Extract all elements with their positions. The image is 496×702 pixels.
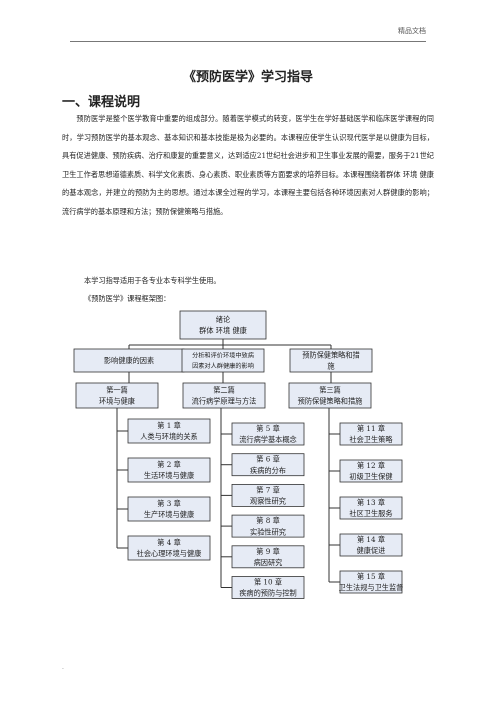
- chapter-box-0-1-label-0: 第 2 章: [157, 460, 181, 469]
- intro-box-label-0: 绪论: [216, 315, 231, 324]
- part-box-0-label-0: 第一篇: [106, 385, 128, 394]
- chapter-box-0-3-label-0: 第 4 章: [157, 538, 181, 547]
- theme-box-1-label-0: 分析和评价环境中致病: [192, 352, 254, 360]
- theme-box-0-label-0: 影响健康的因素: [104, 356, 154, 365]
- theme-box-2-label-1: 施: [327, 362, 334, 371]
- chapter-box-2-2-label-0: 第 13 章: [357, 498, 385, 507]
- chapter-box-2-1-label-1: 初级卫生保健: [349, 472, 392, 481]
- theme-box-1-label-1: 因素对人群健康的影响: [192, 362, 254, 370]
- chapter-box-2-2-label-1: 社区卫生服务: [349, 509, 392, 518]
- part-box-1-label-0: 第二篇: [213, 385, 235, 394]
- chapter-box-1-5-label-1: 疾病的预防与控制: [239, 589, 297, 598]
- intro-box-label-1: 群体 环境 健康: [199, 326, 247, 335]
- footer-mark: .: [62, 664, 64, 671]
- chapter-box-0-1-label-1: 生活环境与健康: [144, 471, 194, 480]
- chapter-box-1-4-label-0: 第 9 章: [256, 547, 280, 556]
- intro-paragraph: 预防医学是整个医学教育中重要的组成部分。随着医学模式的转变，医学生在学好基础医学…: [62, 114, 434, 216]
- chapter-box-2-1-label-0: 第 12 章: [357, 461, 385, 470]
- page-title: 《预防医学》学习指导: [182, 70, 313, 85]
- chapter-box-0-0-label-0: 第 1 章: [157, 421, 181, 430]
- chapter-box-2-0-label-0: 第 11 章: [357, 424, 385, 433]
- chapter-box-1-1-label-0: 第 6 章: [256, 455, 280, 464]
- section-heading: 一、课程说明: [62, 95, 141, 110]
- chapter-box-0-2-label-1: 生产环境与健康: [144, 510, 194, 519]
- chapter-box-2-0-label-1: 社会卫生策略: [349, 435, 393, 444]
- chapter-box-1-0-label-1: 流行病学基本概念: [239, 435, 297, 444]
- chapter-box-2-3-label-0: 第 14 章: [357, 535, 385, 544]
- part-box-0-label-1: 环境与健康: [99, 397, 135, 406]
- theme-box-2: 预防保健策略和措施: [289, 348, 373, 373]
- header-note: 精品文档: [398, 27, 426, 35]
- theme-box-0: 影响健康的因素: [73, 348, 185, 373]
- chapter-box-2-4-label-1: 卫生法规与卫生监督: [339, 583, 404, 592]
- chapter-box-1-3-label-0: 第 8 章: [256, 516, 280, 525]
- theme-box-2-label-0: 预防保健策略和措: [302, 350, 360, 359]
- framework-caption: 《预防医学》课程框架图：: [84, 294, 171, 303]
- chapter-box-1-1-label-1: 疾病的分布: [250, 466, 286, 475]
- chapter-box-1-2-label-1: 观察性研究: [250, 497, 286, 506]
- applicability-note: 本学习指导适用于各专业本专科学生使用。: [84, 276, 221, 285]
- chapter-box-1-2-label-0: 第 7 章: [256, 485, 280, 494]
- chapter-box-0-2-label-0: 第 3 章: [157, 499, 181, 508]
- chapter-box-1-4-label-1: 病因研究: [254, 558, 283, 567]
- header-rule: [70, 41, 426, 42]
- chapter-box-1-3-label-1: 实验性研究: [250, 527, 286, 536]
- chapter-box-2-3-label-1: 健康促进: [357, 546, 386, 555]
- chapter-box-1-5-label-0: 第 10 章: [254, 577, 282, 586]
- part-box-2-label-1: 预防保健策略和措施: [298, 397, 363, 406]
- chapter-box-0-3-label-1: 社会心理环境与健康: [137, 549, 202, 558]
- chapter-box-0-0-label-1: 人类与环境的关系: [140, 432, 198, 441]
- part-box-2-label-0: 第三篇: [319, 385, 341, 394]
- chapter-box-2-4-label-0: 第 15 章: [357, 572, 385, 581]
- part-box-1-label-1: 流行病学原理与方法: [192, 397, 257, 406]
- chapter-box-1-0-label-0: 第 5 章: [256, 424, 280, 433]
